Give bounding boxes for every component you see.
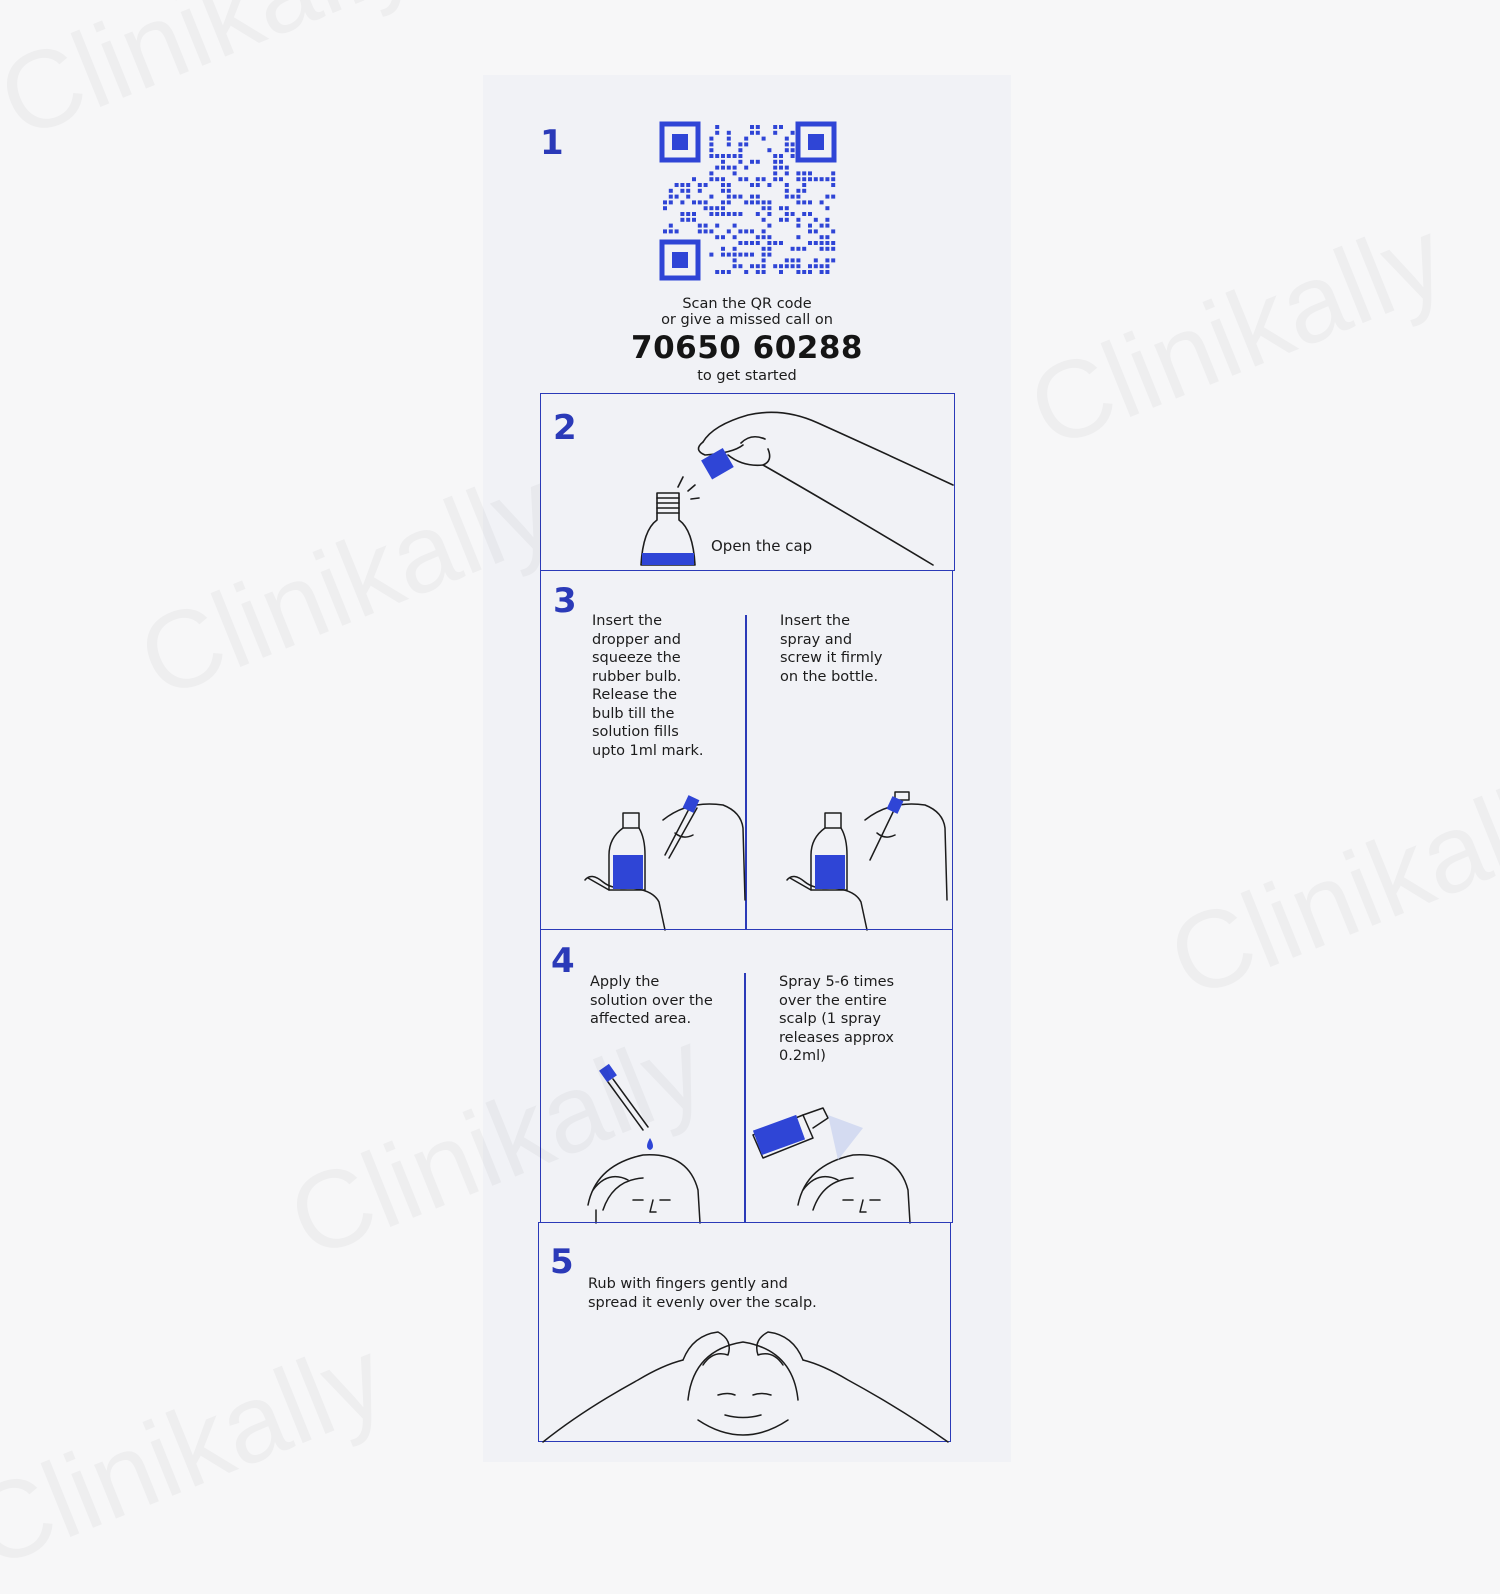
bottle-cap-hand-icon: [640, 411, 954, 566]
step-2-text: Open the cap: [711, 537, 813, 555]
step-3-left-text: Insert the dropper and squeeze the rubbe…: [592, 613, 704, 759]
step-number-3: 3: [553, 581, 577, 621]
step-4-left-text: Apply the solution over the affected are…: [590, 974, 713, 1027]
step-3-right-text: Insert the spray and screw it firmly on …: [780, 613, 883, 685]
step-4-divider: [744, 973, 746, 1223]
step-3-divider: [745, 615, 747, 930]
step-number-2: 2: [553, 408, 577, 448]
qr-caption-line3: to get started: [697, 368, 797, 384]
step-5-panel: [538, 1222, 951, 1442]
watermark: Clinikally: [1152, 743, 1500, 1023]
phone-number[interactable]: 70650 60288: [631, 330, 863, 366]
spray-head-icon: [752, 1107, 911, 1224]
qr-code-icon: [659, 121, 837, 281]
spray-bottle-icon: [786, 791, 948, 931]
qr-caption-line2: or give a missed call on: [661, 312, 833, 328]
step-4-right-text: Spray 5-6 times over the entire scalp (1…: [779, 974, 895, 1064]
watermark: Clinikally: [0, 1313, 402, 1593]
instruction-leaflet: 1 Scan the QR code or give a missed call…: [483, 75, 1011, 1462]
step-number-1: 1: [540, 123, 564, 163]
scalp-massage-icon: [542, 1331, 949, 1443]
step-number-4: 4: [551, 941, 575, 981]
qr-caption-line1: Scan the QR code: [682, 296, 812, 312]
step-5-text: Rub with fingers gently and spread it ev…: [588, 1276, 817, 1311]
watermark: Clinikally: [0, 0, 432, 164]
step-number-5: 5: [550, 1242, 574, 1282]
watermark: Clinikally: [1012, 193, 1462, 473]
dropper-bottle-icon: [584, 795, 746, 931]
dropper-head-icon: [587, 1063, 701, 1224]
